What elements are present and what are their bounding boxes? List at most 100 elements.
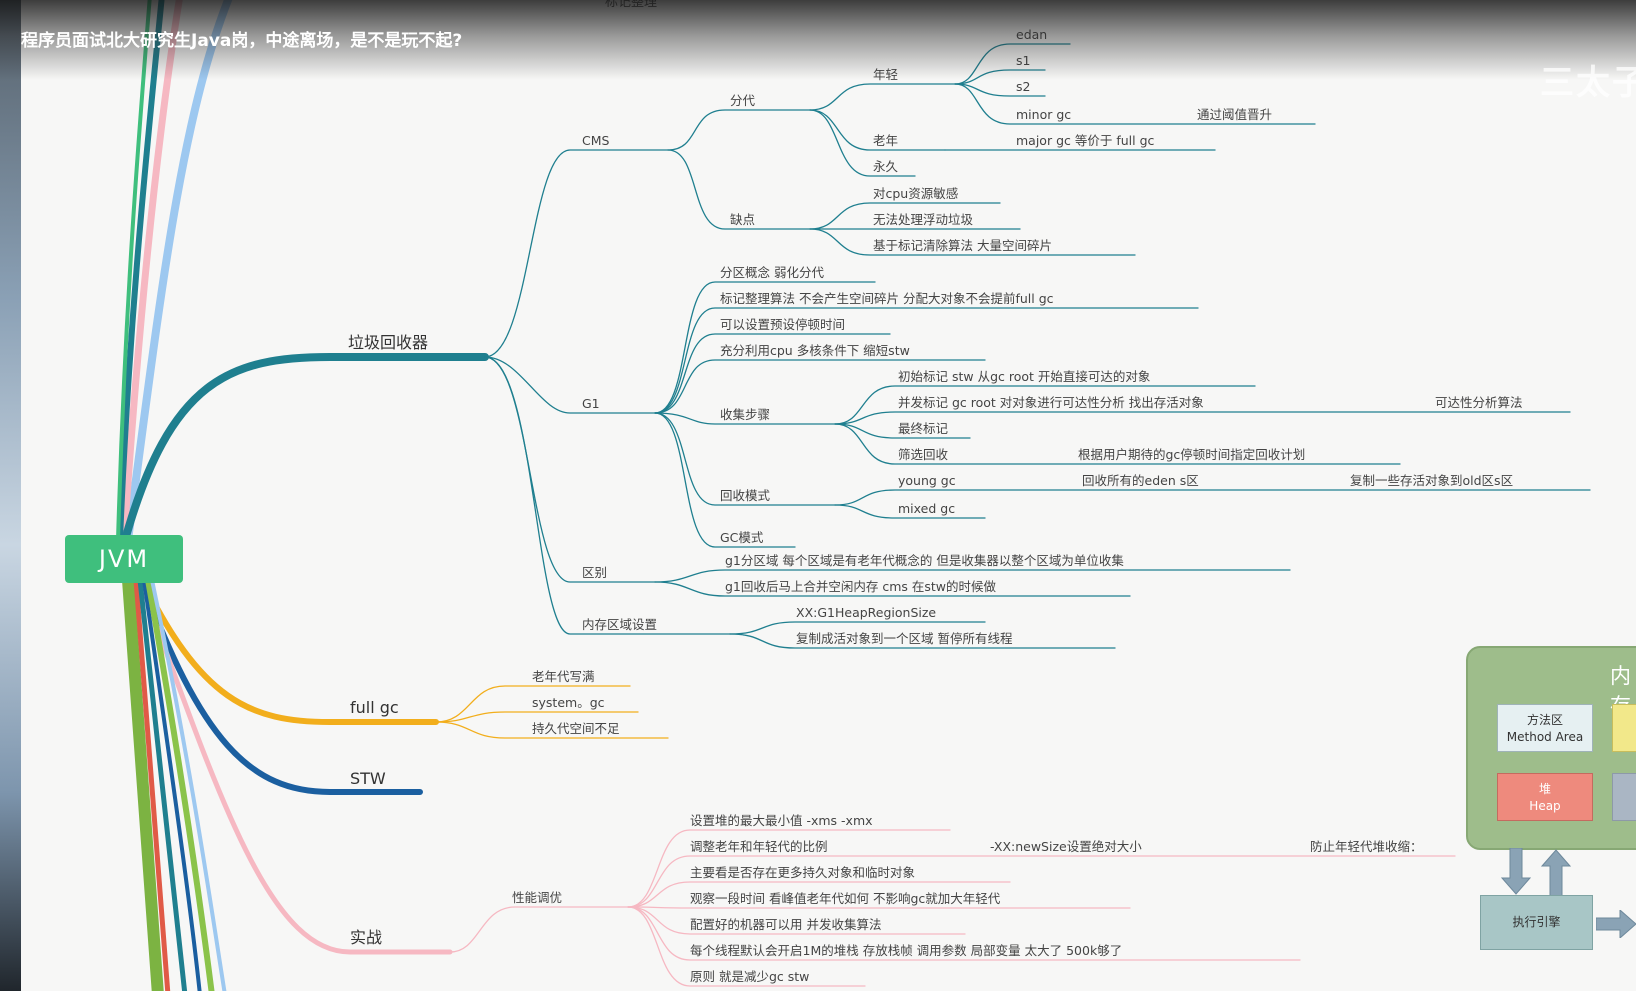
cms-old: 老年: [873, 133, 898, 148]
mindmap-canvas: [21, 0, 1636, 991]
link-region-1: [729, 621, 986, 635]
branch-gc: [121, 353, 489, 544]
practice-item-3: 主要看是否存在更多持久对象和临时对象: [690, 865, 915, 880]
arrow-down-icon: [1500, 848, 1532, 895]
g1-feature-1: 分区概念 弱化分代: [720, 265, 824, 280]
link-young-edan: [954, 43, 1071, 85]
cms-young-edan: edan: [1016, 27, 1047, 42]
root-node-jvm[interactable]: JVM: [65, 535, 183, 583]
link-gc-g1: [484, 356, 656, 414]
g1-feature-2: 标记整理算法 不会产生空间碎片 分配大对象不会提前full gc: [720, 291, 1054, 306]
link-fullgc-3: [435, 721, 669, 739]
link-region-2: [729, 633, 1116, 649]
link-fendai-old: [809, 109, 946, 151]
link-young-minor: [954, 83, 1316, 125]
link-diff-1: [654, 569, 1291, 583]
execution-engine-box: 执行引擎: [1480, 895, 1593, 950]
cms-young-s2: s2: [1016, 79, 1030, 94]
link-tuning-1: [627, 829, 951, 908]
link-tuning-6: [627, 906, 1301, 961]
link-g1-f1: [654, 281, 876, 414]
link-step-4: [834, 423, 1401, 465]
fullgc-item-2: system。gc: [532, 695, 605, 710]
g1-gc-mode: GC模式: [720, 530, 764, 545]
heap-cn: 堆: [1538, 782, 1551, 796]
practice-ratio-note: -XX:newSize设置绝对大小: [990, 839, 1142, 854]
g1-reach-algo: 可达性分析算法: [1435, 395, 1523, 410]
link-fullgc-2: [435, 711, 639, 723]
g1-label: G1: [582, 396, 600, 411]
link-g1-gcmode: [654, 412, 796, 548]
cms-promote: 通过阈值晋升: [1197, 107, 1272, 122]
link-cms-fendai: [667, 109, 811, 151]
practice-item-7: 原则 就是减少gc stw: [690, 969, 809, 984]
method-area-cn: 方法区: [1526, 713, 1563, 727]
cms-young-s1: s1: [1016, 53, 1030, 68]
g1-step-1: 初始标记 stw 从gc root 开始直接可达的对象: [898, 369, 1150, 384]
practice-item-4: 观察一段时间 看峰值老年代如何 不影响gc就加大年轻代: [690, 891, 1001, 906]
link-practice-tuning: [449, 906, 629, 953]
g1-young-gc: young gc: [898, 473, 956, 488]
top-fragment-text: 标记整理: [605, 0, 657, 10]
practice-item-2: 调整老年和年轻代的比例: [690, 839, 828, 854]
yellow-region-box: [1612, 704, 1636, 752]
branch-fullgc: [137, 572, 439, 725]
link-gc-cms: [484, 149, 669, 358]
branch-bottom-lightblue: [150, 578, 227, 991]
heap-box: 堆 Heap: [1497, 773, 1593, 821]
g1-young-gc-note: 回收所有的eden s区: [1082, 473, 1199, 488]
practice-item-5: 配置好的机器可以用 并发收集算法: [690, 917, 881, 932]
link-step-1: [834, 385, 1256, 425]
g1-feature-3: 可以设置预设停顿时间: [720, 317, 845, 332]
link-g1-f2: [654, 307, 1199, 414]
branch-stw: [137, 572, 423, 795]
link-gc-diff: [484, 356, 656, 583]
g1-mixed-gc: mixed gc: [898, 501, 955, 516]
link-cms-defects: [667, 149, 811, 230]
branch-bottom-red: [133, 577, 171, 991]
link-fullgc-1: [435, 685, 631, 723]
g1-young-gc-note2: 复制一些存活对象到old区s区: [1350, 473, 1513, 488]
g1-modes: 回收模式: [720, 488, 771, 503]
fullgc-label: full gc: [350, 698, 399, 717]
branch-bottom-green: [122, 574, 164, 991]
link-tuning-4: [627, 906, 1131, 909]
cms-defect-2: 无法处理浮动垃圾: [873, 212, 974, 227]
branch-bottom-teal: [137, 577, 188, 991]
link-g1-f3: [654, 333, 891, 414]
link-defect-3: [809, 228, 1136, 256]
link-diff-2: [654, 581, 1131, 597]
fullgc-item-1: 老年代写满: [532, 669, 595, 684]
video-left-strip: [0, 0, 21, 991]
diff-item-1: g1分区域 每个区域是有老年代概念的 但是收集器以整个区域为单位收集: [725, 553, 1124, 568]
region-item-2: 复制成活对象到一个区域 暂停所有线程: [796, 631, 1013, 646]
branch-bottom-blue: [142, 578, 202, 991]
region-item-1: XX:G1HeapRegionSize: [796, 605, 936, 620]
method-area-box: 方法区 Method Area: [1497, 704, 1593, 752]
cms-young-minor: minor gc: [1016, 107, 1071, 122]
grey-region-box: [1612, 773, 1636, 821]
practice-ratio-note2: 防止年轻代堆收缩：: [1310, 839, 1423, 854]
link-gc-region: [484, 356, 731, 635]
g1-step-4: 筛选回收: [898, 447, 949, 462]
branch-practice: [137, 577, 453, 955]
link-mode-young: [834, 489, 1591, 506]
link-fendai-perm: [809, 109, 916, 177]
link-young-s2: [954, 83, 1046, 97]
fullgc-item-3: 持久代空间不足: [532, 721, 620, 736]
link-fendai-young: [809, 83, 956, 111]
branch-bottom-lime: [145, 577, 215, 991]
link-g1-modes: [654, 412, 836, 506]
region-label: 内存区域设置: [582, 617, 657, 632]
practice-tuning: 性能调优: [512, 890, 562, 905]
cms-label: CMS: [582, 133, 610, 148]
link-young-s1: [954, 69, 1046, 85]
link-mode-mixed: [834, 504, 986, 519]
g1-feature-4: 充分利用cpu 多核条件下 缩短stw: [720, 343, 910, 358]
practice-item-6: 每个线程默认会开启1M的堆栈 存放栈帧 调用参数 局部变量 太大了 500k够了: [690, 943, 1122, 958]
gc-label: 垃圾回收器: [348, 333, 428, 352]
diff-label: 区别: [582, 565, 607, 580]
link-tuning-3: [627, 881, 1011, 908]
cms-young: 年轻: [873, 67, 898, 82]
